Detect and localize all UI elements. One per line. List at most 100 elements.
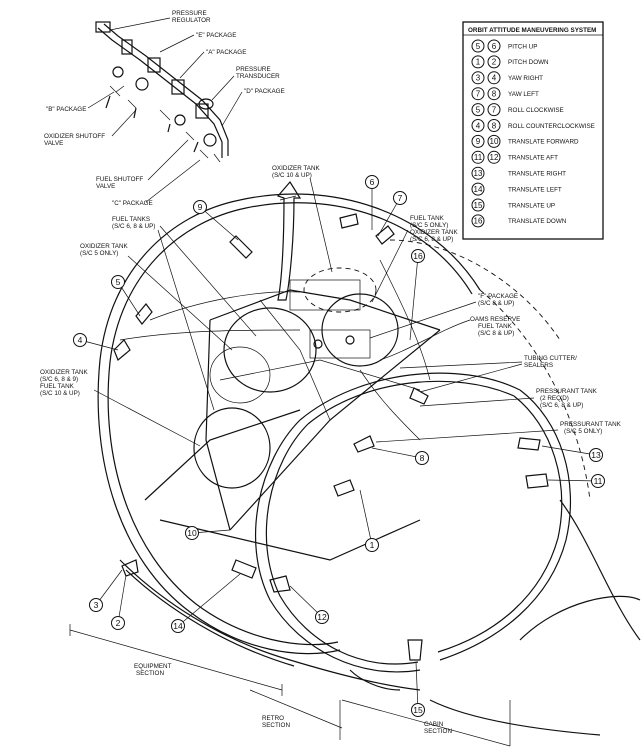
callout-circle	[111, 275, 125, 289]
legend-circle	[471, 198, 485, 212]
legend-row: 3 4 YAW RIGHT	[471, 71, 543, 85]
callout-circle	[171, 619, 185, 633]
legend-text: TRANSLATE RIGHT	[508, 171, 566, 178]
legend-text: TRANSLATE UP	[508, 202, 555, 209]
label-pressurant-tank-2: (2 REQ'D)	[540, 395, 569, 402]
legend-number: 7	[492, 105, 497, 114]
thrusters	[113, 213, 549, 661]
callout-leader	[177, 573, 241, 627]
legend-number: 10	[490, 137, 499, 146]
label-pressure-regulator-1: PRESSURE	[172, 10, 207, 17]
label-pressure-regulator-2: REGULATOR	[172, 17, 211, 24]
callout-4: 4	[73, 333, 119, 351]
callout-number: 7	[398, 193, 403, 203]
callout-circle	[411, 703, 425, 717]
callout-number: 16	[413, 251, 423, 261]
label-fuel-tanks-1: FUEL TANKS	[112, 216, 150, 223]
callout-number: 5	[116, 277, 121, 287]
label-fuel-tank-right-4: (S/C 6, 8 & UP)	[410, 236, 453, 243]
legend-circle	[471, 87, 485, 101]
legend-text: TRANSLATE AFT	[508, 155, 558, 162]
legend-number: 8	[492, 121, 497, 130]
label-e-package: "E" PACKAGE	[196, 32, 236, 39]
legend-text: PITCH DOWN	[508, 59, 549, 66]
callout-9: 9	[193, 200, 239, 241]
legend-title: ORBIT ATTITUDE MANEUVERING SYSTEM	[468, 27, 596, 34]
label-oxidizer-shutoff-1: OXIDIZER SHUTOFF	[44, 133, 105, 140]
label-oxidizer-shutoff-2: VALVE	[44, 140, 63, 147]
legend-circle	[471, 71, 485, 85]
callout-leader	[415, 661, 419, 711]
callout-15: 15	[411, 661, 425, 717]
label-pressurant-tank-sc5-2: (S/C 5 ONLY)	[564, 428, 602, 435]
legend-text: PITCH UP	[508, 43, 537, 50]
label-fuel-shutoff-1: FUEL SHUTOFF	[96, 176, 143, 183]
thruster-package-assembly	[95, 21, 229, 163]
callout-circle	[365, 175, 379, 189]
callout-number: 8	[420, 453, 425, 463]
callout-5: 5	[111, 275, 141, 317]
label-oxidizer-tank-left-1: OXIDIZER TANK	[40, 369, 88, 376]
legend-text: TRANSLATE LEFT	[508, 186, 562, 193]
legend-circle	[487, 119, 501, 132]
label-retro-section-1: RETRO	[262, 715, 284, 722]
legend-number: 5	[476, 42, 481, 51]
callout-circle	[591, 474, 605, 488]
callout-circle	[73, 333, 87, 347]
callout-circle	[193, 200, 207, 214]
label-equipment-section-2: SECTION	[136, 670, 164, 677]
legend-text: YAW RIGHT	[508, 75, 543, 82]
label-pressurant-tank-sc5-1: PRESSURANT TANK	[560, 421, 622, 428]
label-f-package-1: "F" PACKAGE	[478, 293, 518, 300]
callout-number: 2	[116, 618, 121, 628]
legend-circle	[471, 150, 485, 164]
callout-number: 15	[413, 705, 423, 715]
legend-number: 15	[474, 201, 483, 210]
callout-leader	[371, 447, 423, 459]
legend-number: 6	[492, 42, 497, 51]
label-oxidizer-tank-sc10-2: (S/C 10 & UP)	[272, 172, 312, 179]
legend-circle	[487, 103, 501, 117]
callout-circle	[411, 249, 425, 263]
callout-number: 10	[187, 528, 197, 538]
diagram-labels: OXIDIZER TANK (S/C 10 & UP) FUEL TANKS (…	[40, 165, 622, 735]
legend-row: 15 TRANSLATE UP	[471, 198, 555, 212]
legend-circle	[487, 150, 501, 164]
legend-circle	[471, 103, 485, 117]
legend-number: 4	[492, 74, 497, 83]
callout-number: 11	[594, 476, 603, 486]
label-oxidizer-tank-sc5-1: OXIDIZER TANK	[80, 243, 128, 250]
label-b-package: "B" PACKAGE	[46, 106, 86, 113]
legend-text: ROLL COUNTERCLOCKWISE	[508, 123, 595, 130]
label-a-package: "A" PACKAGE	[206, 49, 246, 56]
label-oams-reserve-1: OAMS RESERVE	[470, 316, 520, 323]
legend-number: 7	[476, 90, 481, 99]
label-oams-reserve-3: (S/C 8 & UP)	[478, 330, 514, 337]
callout-circle	[365, 538, 379, 552]
label-oxidizer-tank-left-4: (S/C 10 & UP)	[40, 390, 80, 397]
legend-circle	[471, 134, 485, 148]
label-tubing-cutter-2: SEALERS	[524, 362, 553, 369]
label-c-package: "C" PACKAGE	[112, 200, 153, 207]
callout-leader	[95, 569, 123, 606]
legend-circle	[487, 71, 501, 85]
legend-number: 14	[474, 185, 483, 194]
callout-12: 12	[289, 585, 329, 624]
legend-number: 3	[476, 74, 481, 83]
legend-text: YAW LEFT	[508, 91, 539, 98]
callout-leader	[541, 445, 597, 456]
legend-circle	[471, 182, 485, 196]
legend-text: TRANSLATE DOWN	[508, 218, 567, 225]
callout-leader	[547, 479, 599, 482]
spacecraft-shell	[97, 193, 641, 736]
label-fuel-tank-right-1: FUEL TANK	[410, 215, 445, 222]
label-oxidizer-tank-left-3: FUEL TANK	[40, 383, 75, 390]
